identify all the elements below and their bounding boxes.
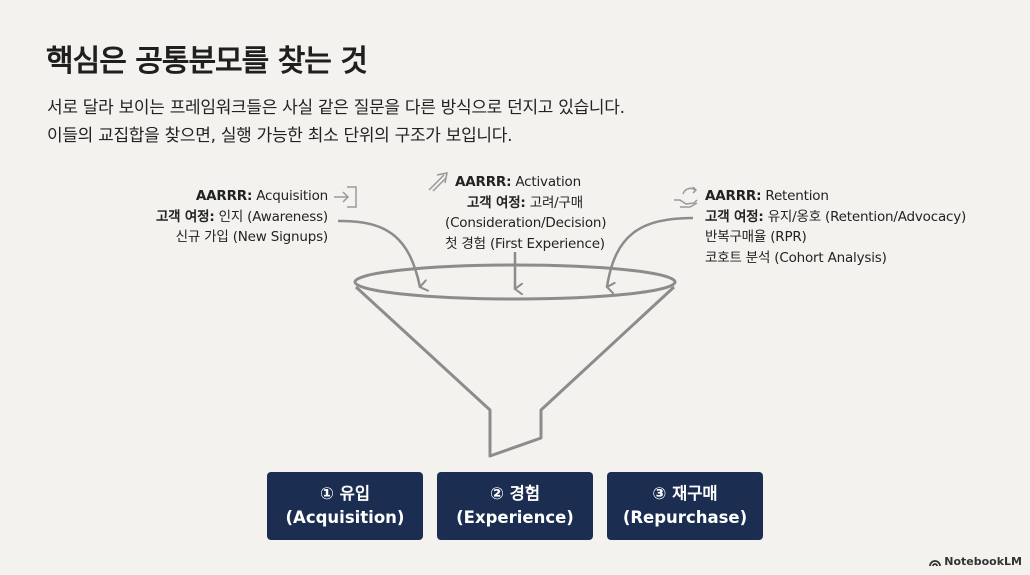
aarrr-label: AARRR:	[195, 188, 253, 204]
journey-value: 고려/구매	[529, 194, 583, 211]
aarrr-value: Acquisition	[256, 188, 328, 204]
input-acquisition: AARRR: Acquisition 고객 여정: 인지 (Awareness)…	[156, 186, 328, 248]
subtitle-line-2: 이들의 교집합을 찾으면, 실행 가능한 최소 단위의 구조가 보입니다.	[47, 126, 513, 146]
arrow-retention	[607, 216, 694, 287]
aarrr-label: AARRR:	[705, 188, 762, 204]
aarrr-value: Retention	[765, 188, 829, 204]
enter-arrow-icon	[334, 186, 357, 208]
subtitle-line-1: 서로 달라 보이는 프레임워크들은 사실 같은 질문을 다른 방식으로 던지고 …	[47, 98, 625, 118]
page-title: 핵심은 공통분모를 찾는 것	[46, 44, 368, 79]
journey-value: 인지 (Awareness)	[218, 208, 329, 225]
stage-sub: (Acquisition)	[285, 508, 405, 527]
journey-label: 고객 여정:	[467, 194, 526, 211]
stage-sub: (Experience)	[456, 508, 574, 527]
notebooklm-logo: NotebookLM	[929, 555, 1022, 568]
branding-text: NotebookLM	[944, 555, 1022, 568]
metric: 첫 경험 (First Experience)	[445, 235, 605, 252]
journey-value-2: (Consideration/Decision)	[445, 215, 607, 231]
arrow-acquisition	[337, 219, 420, 287]
metric: 코호트 분석 (Cohort Analysis)	[705, 249, 887, 266]
stage-box-repurchase: ③ 재구매 (Repurchase)	[607, 472, 763, 540]
input-retention: AARRR: Retention 고객 여정: 유지/옹호 (Retention…	[705, 186, 966, 268]
notebooklm-icon	[929, 560, 942, 566]
journey-label: 고객 여정:	[155, 208, 215, 225]
up-right-arrow-icon	[428, 172, 448, 192]
stage-label: ③ 재구매	[652, 484, 718, 503]
journey-value: 유지/옹호 (Retention/Advocacy)	[767, 208, 967, 225]
stage-sub: (Repurchase)	[622, 508, 748, 527]
stage-label: ① 유입	[319, 484, 371, 503]
metric: 신규 가입 (New Signups)	[175, 229, 329, 245]
input-activation: AARRR: Activation 고객 여정: 고려/구매 (Consider…	[445, 172, 607, 254]
hand-cycle-icon	[674, 186, 698, 208]
aarrr-label: AARRR:	[455, 174, 512, 190]
stage-box-acquisition: ① 유입 (Acquisition)	[267, 472, 423, 540]
metric: 반복구매율 (RPR)	[705, 229, 807, 245]
stage-box-experience: ② 경험 (Experience)	[437, 472, 593, 540]
stage-label: ② 경험	[489, 484, 541, 503]
funnel-shape	[353, 263, 677, 458]
journey-label: 고객 여정:	[705, 208, 764, 225]
aarrr-value: Activation	[515, 174, 581, 190]
